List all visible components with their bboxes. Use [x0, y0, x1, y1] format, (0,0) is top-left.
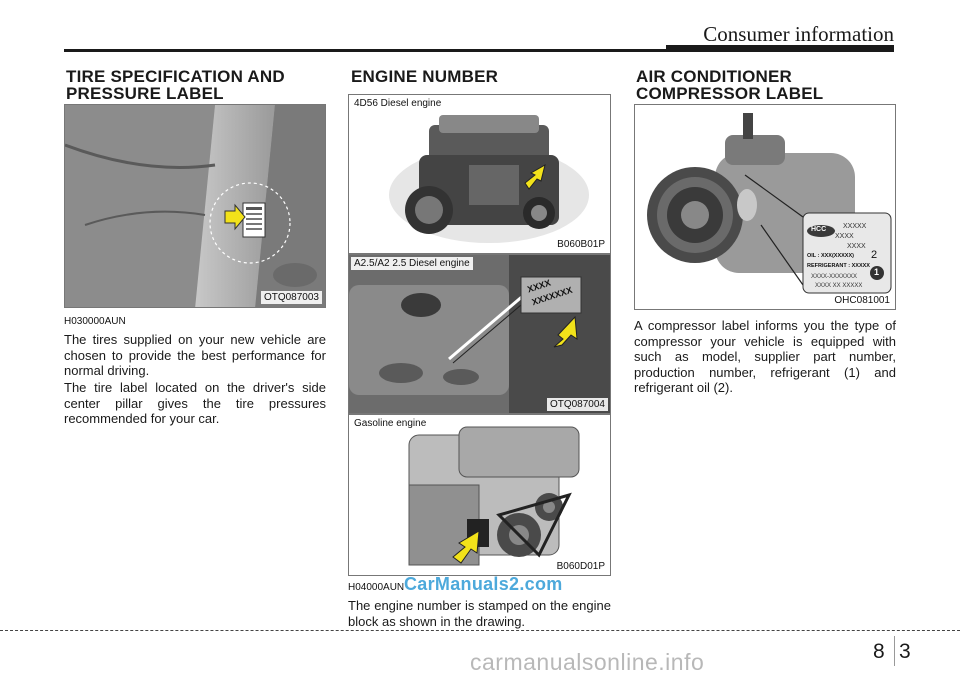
tire-paragraph-2: The tire label located on the driver's s… [64, 380, 326, 426]
ac-section-title: AIR CONDITIONER COMPRESSOR LABEL [636, 67, 824, 103]
engine-illustration [349, 95, 610, 253]
engine-ref-code: H04000AUN [348, 582, 405, 593]
ac-paragraph: A compressor label informs you the type … [634, 318, 896, 395]
label-line-oil: OIL : XXX(XXXXX) [807, 253, 854, 259]
door-pillar-illustration [65, 105, 325, 307]
gasoline-engine-figure: Gasoline engine B060D01P [348, 414, 611, 576]
yellow-arrow-icon [224, 203, 246, 231]
watermark-carmanuals: CarManuals2.com [404, 574, 563, 594]
figure-label: 4D56 Diesel engine [351, 97, 445, 110]
header-bar [666, 45, 894, 52]
yellow-arrow-icon [452, 530, 480, 564]
diesel-4d56-figure: 4D56 Diesel engine B060B01P [348, 94, 611, 254]
page-number: 3 [899, 640, 911, 663]
label-line-refrigerant: REFRIGERANT : XXXXX [807, 263, 870, 269]
label-logo: HCC [811, 226, 827, 233]
label-line-3: XXXX [847, 243, 866, 250]
page-chapter: 8 [873, 640, 885, 663]
ac-compressor-figure: HCC XXXXX XXXX XXXX OIL : XXX(XXXXX) REF… [634, 104, 896, 310]
engine-bay-illustration [349, 255, 610, 413]
engine-section-title: ENGINE NUMBER [351, 67, 499, 86]
engine-paragraph: The engine number is stamped on the engi… [348, 598, 611, 629]
gasoline-engine-illustration [349, 415, 610, 575]
header-rule [64, 49, 666, 52]
figure-code: OHC081001 [831, 294, 893, 307]
watermark-carmanualsonline: carmanualsonline.info [470, 649, 705, 675]
label-line-2: XXXX [835, 233, 854, 240]
figure-label: Gasoline engine [351, 417, 430, 430]
figure-code: OTQ087003 [260, 291, 322, 304]
figure-label: A2.5/A2 2.5 Diesel engine [351, 257, 473, 270]
figure-code: B060D01P [553, 560, 608, 573]
label-line-1: XXXXX [843, 223, 867, 230]
callout-2: 2 [871, 249, 878, 261]
tire-section-title: TIRE SPECIFICATION AND PRESSURE LABEL [66, 67, 285, 103]
tire-label-figure: OTQ087003 [64, 104, 326, 308]
compressor-illustration [635, 105, 895, 309]
label-line-6: XXXX-XXXXXXX [811, 274, 858, 280]
diesel-a25-figure: XXXX XXXXXXX A2.5/A2 2.5 Diesel engine O… [348, 254, 611, 414]
page-number-separator [894, 636, 895, 666]
footer-dashed-rule [0, 630, 960, 631]
page-header-title: Consumer information [703, 22, 894, 46]
yellow-arrow-icon [553, 315, 578, 348]
figure-code: OTQ087004 [546, 398, 608, 411]
label-line-7: XXXX XX XXXXX [815, 283, 863, 289]
callout-1: 1 [874, 267, 880, 277]
tire-ref-code: H030000AUN [64, 316, 126, 327]
yellow-arrow-icon [524, 163, 546, 190]
figure-code: B060B01P [554, 238, 608, 251]
tire-paragraph-1: The tires supplied on your new vehicle a… [64, 332, 326, 378]
